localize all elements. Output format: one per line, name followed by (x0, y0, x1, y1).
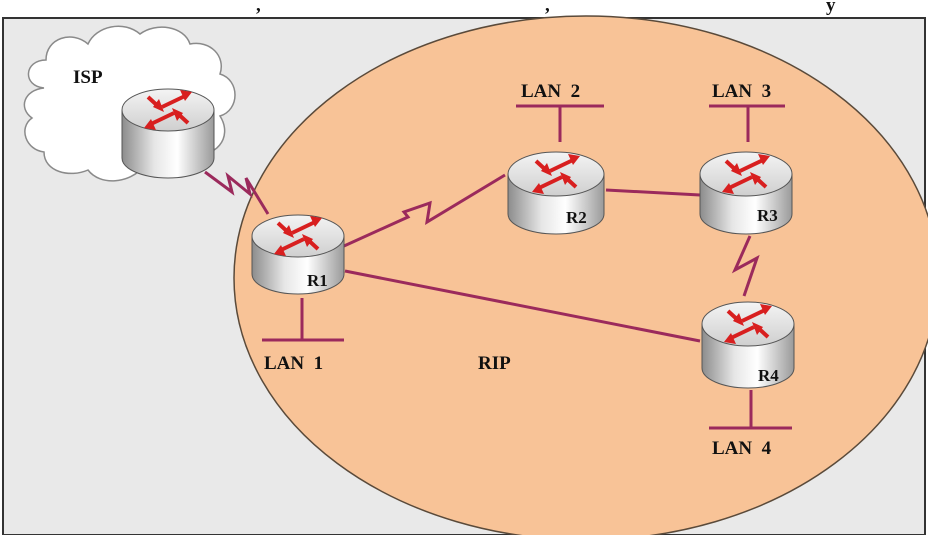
link-r3-r4 (731, 235, 760, 297)
link-r2-r3 (605, 188, 701, 197)
rip-area-label: RIP (478, 353, 511, 374)
header-fragment-3: y (826, 0, 836, 16)
header-fragment-1: , (256, 0, 261, 16)
cloud-label: ISP (73, 67, 103, 88)
router-label-r3: R3 (757, 206, 778, 225)
router-label-r4: R4 (758, 366, 779, 385)
header-fragment-2: , (545, 0, 550, 16)
rip-area (233, 15, 928, 535)
lan-3-segment (709, 104, 785, 142)
router-icon (251, 214, 345, 295)
link-isp-r1 (204, 170, 270, 215)
router-icon (507, 151, 605, 235)
lan-4-segment (709, 390, 792, 430)
lan-1-segment (262, 298, 344, 342)
lan-label-1: LAN 1 (264, 353, 323, 374)
router-icon (699, 151, 793, 235)
router-label-r1: R1 (307, 271, 328, 290)
router-icon (121, 88, 215, 179)
lan-2-segment (516, 104, 604, 142)
lan-label-3: LAN 3 (712, 81, 771, 102)
lan-label-2: LAN 2 (521, 81, 580, 102)
link-r1-r2 (343, 173, 506, 248)
lan-label-4: LAN 4 (712, 438, 772, 459)
router-icon (701, 301, 795, 389)
link-r1-r4 (344, 269, 701, 343)
router-label-r2: R2 (566, 208, 587, 227)
